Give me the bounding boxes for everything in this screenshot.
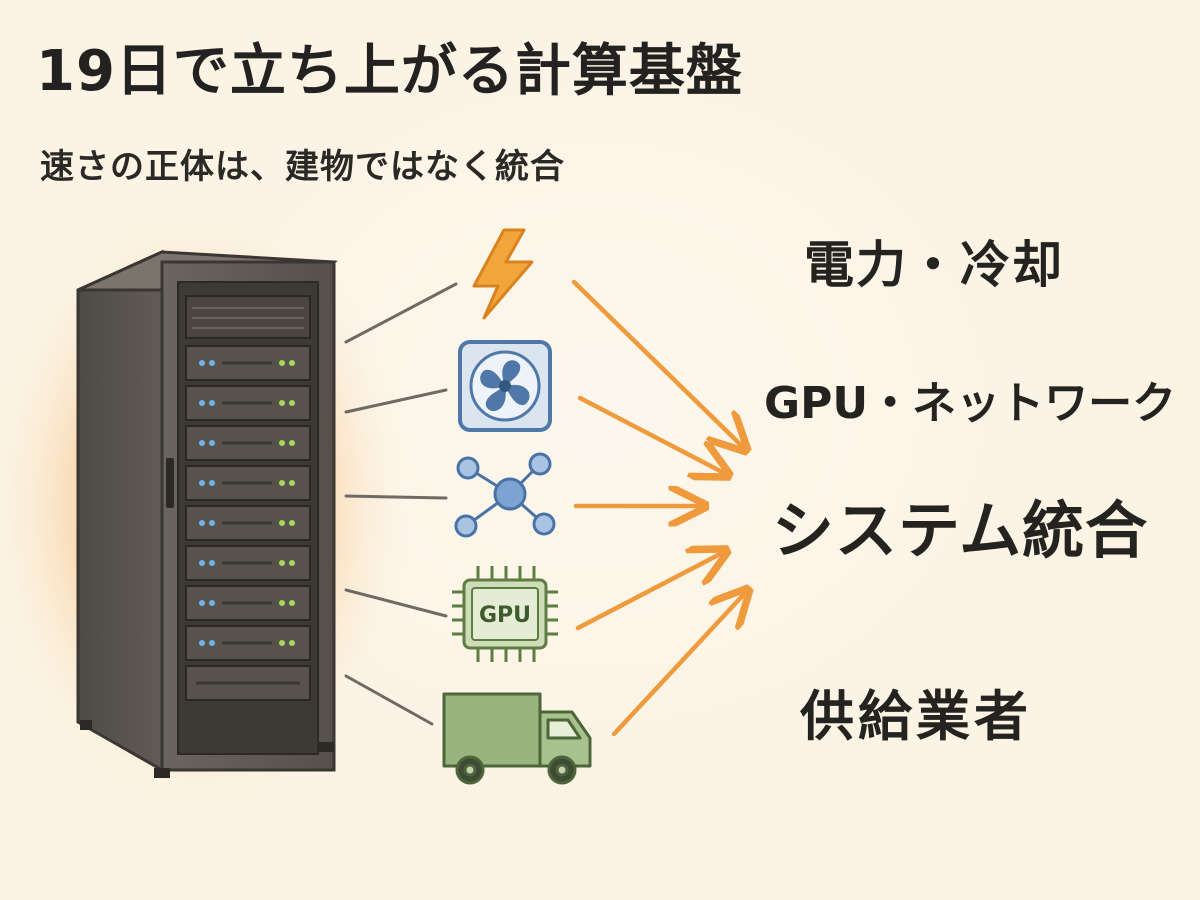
delivery-truck-icon [442, 692, 592, 785]
arrow-gpu [575, 552, 724, 631]
server-rack-icon [76, 249, 338, 778]
gpu-chip-label: GPU [479, 603, 531, 628]
arrow-cooling [577, 395, 726, 474]
network-nodes-icon [454, 452, 556, 538]
rack-connector-lines [344, 282, 458, 726]
gpu-chip-icon [452, 566, 558, 662]
page-title: 19日で立ち上がる計算基盤 [36, 39, 743, 104]
arrow-power [571, 279, 744, 448]
lightning-bolt-icon [472, 228, 534, 320]
label-gpu-network: GPU・ネットワーク [764, 378, 1177, 429]
arrow-supplier [611, 592, 746, 737]
page-subtitle: 速さの正体は、建物ではなく統合 [40, 147, 565, 187]
fan-icon [458, 340, 552, 432]
label-suppliers: 供給業者 [800, 685, 1032, 748]
label-system-integration: システム統合 [772, 494, 1149, 567]
label-power-cooling: 電力・冷却 [804, 236, 1064, 294]
integration-arrows [571, 279, 746, 737]
rack-server-units [185, 345, 311, 701]
